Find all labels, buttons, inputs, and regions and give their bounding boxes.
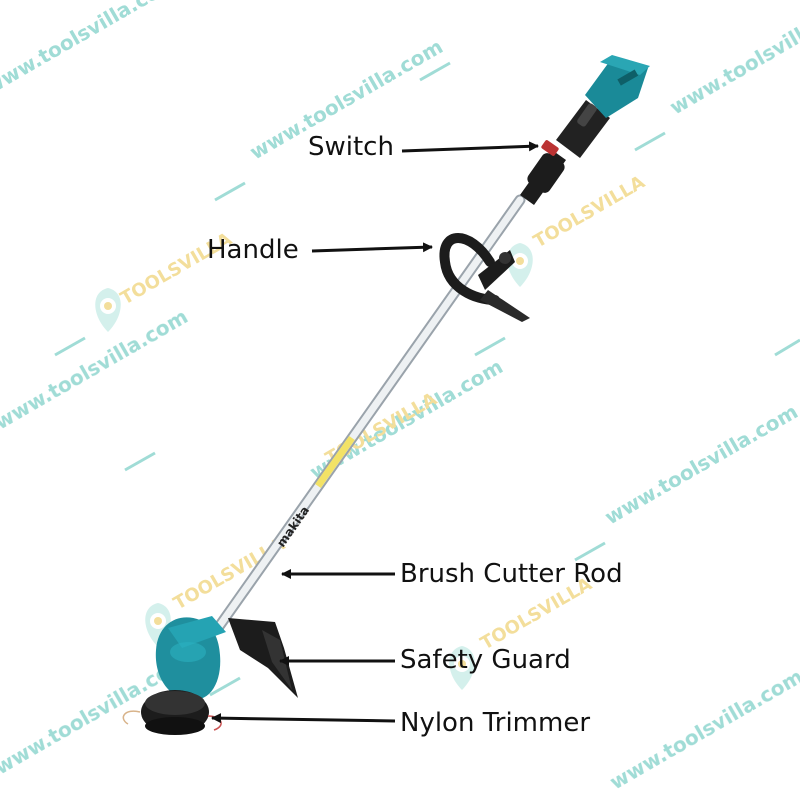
- label-handle: Handle: [207, 235, 299, 265]
- callout-trimmer: Nylon Trimmer: [211, 708, 590, 738]
- callout-handle: Handle: [207, 235, 433, 265]
- battery-pack: [585, 55, 650, 118]
- watermark-dashes: [54, 61, 800, 697]
- label-trimmer: Nylon Trimmer: [400, 708, 590, 738]
- watermark-url: www.toolsvilla.com: [0, 0, 182, 99]
- arrow-handle: [311, 242, 433, 253]
- label-guard: Safety Guard: [400, 645, 571, 675]
- watermark-pin: [507, 243, 533, 287]
- callout-switch: Switch: [308, 132, 539, 162]
- arrow-trimmer: [211, 713, 396, 724]
- arrow-switch: [401, 141, 539, 153]
- label-switch: Switch: [308, 132, 394, 162]
- watermark-url: www.toolsvilla.com: [0, 304, 192, 434]
- motor-head: [155, 616, 226, 701]
- watermark-pin: [449, 646, 475, 690]
- watermark-pin: [95, 288, 121, 332]
- safety-guard: [228, 618, 298, 698]
- watermark-url: www.toolsvilla.com: [606, 664, 800, 794]
- callout-guard: Safety Guard: [279, 645, 571, 675]
- callout-rod: Brush Cutter Rod: [281, 559, 623, 589]
- label-rod: Brush Cutter Rod: [400, 559, 623, 589]
- watermark-url: www.toolsvilla.com: [666, 0, 800, 119]
- watermark-url: www.toolsvilla.com: [601, 399, 800, 529]
- handle: [439, 233, 530, 322]
- switch: [520, 100, 610, 205]
- shaft-brand-text: makita: [274, 504, 312, 550]
